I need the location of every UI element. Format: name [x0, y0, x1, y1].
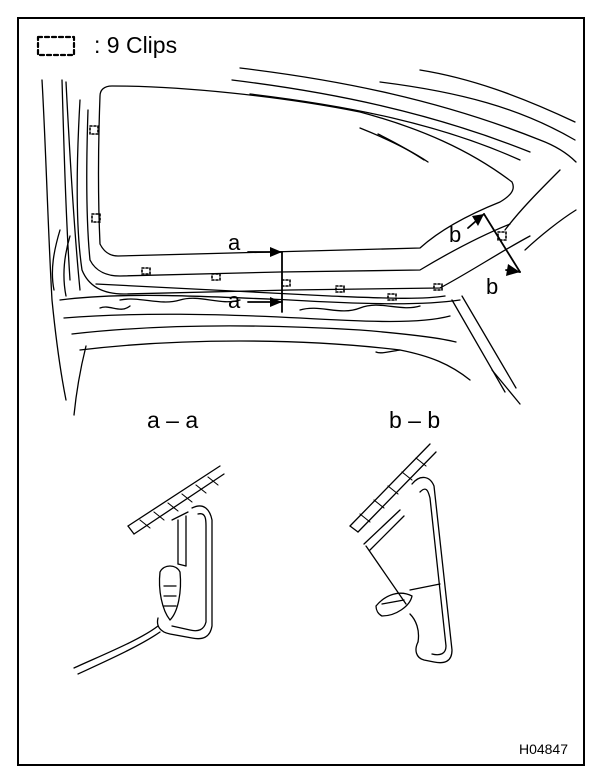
clip-legend-icon	[36, 35, 76, 57]
section-a-detail	[73, 465, 225, 675]
callout-a-upper: a	[228, 230, 241, 255]
clip-count-label: : 9 Clips	[94, 32, 178, 58]
diagram-frame	[17, 17, 585, 766]
callout-b-upper: b	[449, 222, 462, 247]
figure-code: H04847	[518, 741, 568, 757]
clip-marker	[89, 125, 507, 301]
section-b-detail	[349, 443, 453, 664]
left-hinge	[51, 229, 71, 297]
section-b-title: b – b	[389, 407, 441, 433]
section-arrow-b	[472, 214, 520, 276]
window-glass	[76, 85, 531, 299]
stay-strut	[451, 295, 521, 405]
door-outer-contour	[41, 67, 577, 401]
callout-a-lower: a	[228, 288, 241, 313]
door-lower-edge	[59, 294, 471, 416]
section-line-b	[467, 213, 521, 273]
section-arrow-a	[270, 247, 282, 307]
section-a-title: a – a	[147, 407, 199, 433]
callout-b-lower: b	[486, 274, 499, 299]
